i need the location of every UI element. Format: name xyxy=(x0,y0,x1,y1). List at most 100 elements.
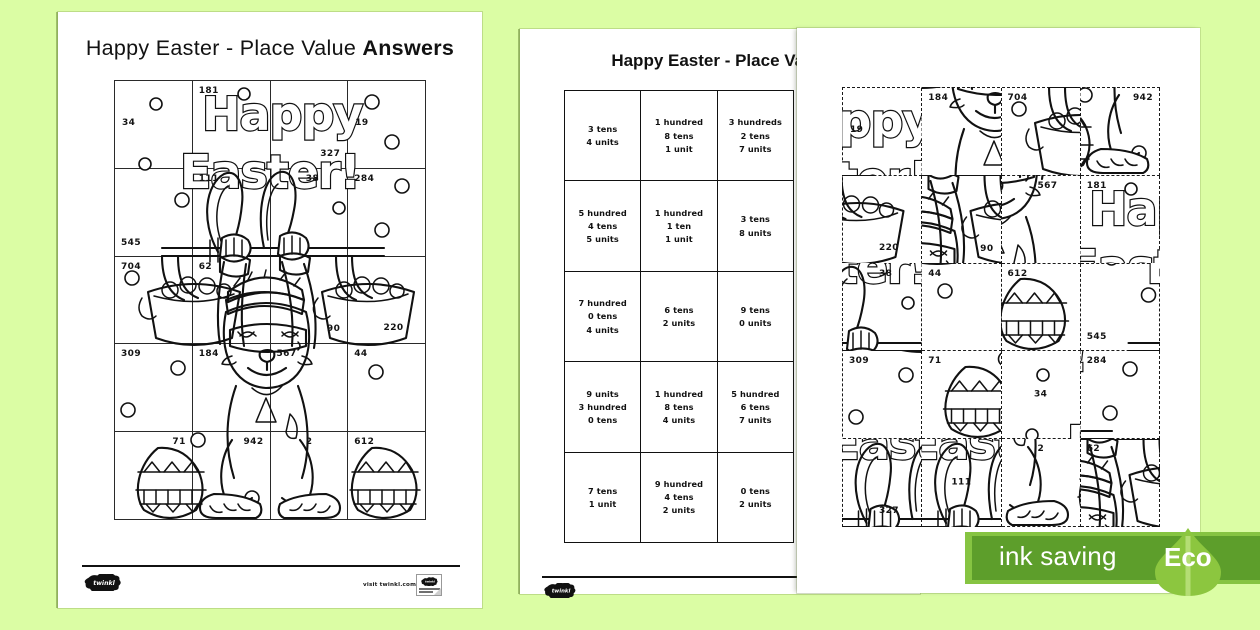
puzzle-piece[interactable]: 44 xyxy=(922,263,1002,352)
table-cell[interactable]: 1 hundred 8 tens 1 unit xyxy=(641,91,718,182)
table-cell-line: 1 ten xyxy=(666,220,692,231)
table-cell-line: 8 tens xyxy=(664,401,694,412)
table-cell[interactable]: 6 tens 2 units xyxy=(641,271,718,363)
puzzle-cell[interactable]: 44 xyxy=(348,344,426,433)
table-cell[interactable]: 1 hundred 8 tens 4 units xyxy=(641,362,718,453)
puzzle-piece-number: 44 xyxy=(928,268,942,279)
puzzle-piece-number: 90 xyxy=(980,243,994,254)
puzzle-cell[interactable]: 19 xyxy=(348,81,426,169)
puzzle-cell[interactable]: 284 xyxy=(348,168,426,257)
puzzle-cell[interactable]: 62 xyxy=(192,256,271,345)
table-cell[interactable]: 3 hundreds 2 tens 7 units xyxy=(717,91,794,182)
footer-divider xyxy=(542,576,898,578)
table-cell-line: 1 unit xyxy=(588,498,617,509)
table-cell-line: 7 units xyxy=(739,143,772,154)
puzzle-piece[interactable]: 284 xyxy=(1080,351,1160,440)
puzzle-piece-number: 34 xyxy=(1033,389,1048,400)
puzzle-piece[interactable]: 327 xyxy=(843,439,923,527)
puzzle-piece-number: 942 xyxy=(1133,93,1153,103)
table-cell[interactable]: 9 units 3 hundred 0 tens xyxy=(565,362,642,453)
table-cell[interactable]: 7 hundred 0 tens 4 units xyxy=(565,271,642,363)
puzzle-cell[interactable]: 567 xyxy=(270,344,349,433)
visit-twinkl-text[interactable]: visit twinkl.com xyxy=(363,582,417,588)
table-cell[interactable]: 9 hundred 4 tens 2 units xyxy=(641,452,718,543)
table-cell[interactable]: 3 tens 8 units xyxy=(717,181,794,272)
svg-text:twinkl: twinkl xyxy=(425,580,435,584)
puzzle-piece[interactable]: 38 xyxy=(843,263,923,352)
puzzle-piece-number: 62 xyxy=(1086,444,1101,455)
page-cutout-sheet: Happy Easter! xyxy=(797,28,1200,593)
table-cell-line: 0 units xyxy=(739,317,772,328)
puzzle-piece[interactable]: 612 xyxy=(1001,263,1081,352)
puzzle-cell[interactable]: 220 xyxy=(348,256,426,345)
puzzle-piece[interactable]: 181 xyxy=(1080,175,1160,264)
puzzle-cell[interactable]: 612 xyxy=(348,432,426,520)
puzzle-piece-number: 567 xyxy=(1037,180,1058,191)
puzzle-cell-number: 327 xyxy=(320,148,341,159)
puzzle-piece[interactable]: 567 xyxy=(1001,175,1081,264)
puzzle-cell[interactable]: 327 xyxy=(270,81,349,169)
table-cell[interactable]: 5 hundred 4 tens 5 units xyxy=(565,181,642,272)
table-cell[interactable]: 7 tens 1 unit xyxy=(565,452,642,543)
page-answers-sheet: Happy Easter - Place Value Answers xyxy=(58,12,482,608)
badge-fold-corner xyxy=(434,588,441,595)
puzzle-cell-number: 612 xyxy=(354,437,375,448)
puzzle-cell[interactable]: 71 xyxy=(115,432,193,520)
puzzle-cell-number: 90 xyxy=(326,324,341,335)
table-cell-line: 4 tens xyxy=(664,492,694,503)
table-cell-line: 7 tens xyxy=(588,485,618,496)
table-cell-line: 9 units xyxy=(586,388,619,399)
puzzle-cell-number: 38 xyxy=(305,173,320,184)
table-cell-line: 7 hundred xyxy=(578,298,627,309)
twinkl-logo[interactable]: twinkl xyxy=(542,583,580,598)
puzzle-piece-number: 545 xyxy=(1086,332,1107,343)
table-cell[interactable]: 1 hundred 1 ten 1 unit xyxy=(641,181,718,272)
table-cell[interactable]: 0 tens 2 units xyxy=(717,452,794,543)
table-cell-line: 5 units xyxy=(586,234,619,245)
puzzle-piece-number: 309 xyxy=(849,356,869,367)
puzzle-cell[interactable]: 184 xyxy=(192,344,271,433)
puzzle-cell-number: 62 xyxy=(198,261,213,272)
puzzle-piece[interactable]: 184 xyxy=(922,88,1002,176)
puzzle-piece[interactable]: 62 xyxy=(1080,439,1160,527)
puzzle-piece[interactable]: 19 xyxy=(843,88,923,176)
table-cell-line: 4 units xyxy=(662,414,696,425)
puzzle-cell[interactable]: 34 xyxy=(115,81,193,169)
puzzle-piece[interactable]: 220 xyxy=(843,175,923,264)
puzzle-cell[interactable]: 2 xyxy=(270,432,349,520)
table-cell[interactable]: 5 hundred 6 tens 7 units xyxy=(717,362,794,453)
puzzle-piece[interactable]: 111 xyxy=(922,439,1002,527)
puzzle-piece[interactable]: 71 xyxy=(922,351,1002,440)
puzzle-cell[interactable]: 90 xyxy=(270,256,349,345)
table-cell-line: 1 hundred xyxy=(654,117,704,128)
table-cell-line: 9 tens xyxy=(740,304,770,315)
puzzle-piece-number: 220 xyxy=(878,242,899,253)
puzzle-cell[interactable]: 38 xyxy=(270,168,349,257)
puzzle-cell[interactable]: 181 xyxy=(192,81,271,169)
table-cell[interactable]: 9 tens 0 units xyxy=(717,271,794,363)
puzzle-cell[interactable]: 309 xyxy=(115,344,193,433)
puzzle-piece[interactable]: 942 xyxy=(1080,88,1160,176)
puzzle-piece[interactable]: 704 xyxy=(1001,88,1081,176)
puzzle-cell[interactable]: 111 xyxy=(192,168,271,257)
puzzle-piece[interactable]: 309 xyxy=(843,351,923,440)
table-cell-line: 3 hundred xyxy=(578,401,627,412)
table-cell-line: 5 hundred xyxy=(731,388,780,399)
puzzle-piece[interactable]: 2 xyxy=(1001,439,1081,527)
puzzle-piece[interactable]: 90 xyxy=(922,175,1002,264)
table-cell-line: 8 tens xyxy=(664,130,694,141)
puzzle-cell[interactable]: 704 xyxy=(115,256,193,345)
puzzle-piece[interactable]: 34 xyxy=(1001,351,1081,440)
puzzle-cell-number: 19 xyxy=(355,118,369,129)
puzzle-piece[interactable]: 545 xyxy=(1080,263,1160,352)
puzzle-cell[interactable]: 545 xyxy=(115,168,193,257)
puzzle-cell[interactable]: 942 xyxy=(192,432,271,520)
table-cell-line: 0 tens xyxy=(740,485,770,496)
puzzle-piece-number: 181 xyxy=(1086,180,1107,191)
puzzle-piece-number: 284 xyxy=(1086,356,1107,367)
table-cell-line: 3 tens xyxy=(588,123,618,134)
cutout-puzzle-area: Happy Easter! xyxy=(842,87,1160,527)
answers-puzzle-area: Happy Easter! xyxy=(114,80,426,520)
table-cell[interactable]: 3 tens 4 units xyxy=(565,91,642,182)
twinkl-logo[interactable]: twinkl xyxy=(82,574,126,591)
